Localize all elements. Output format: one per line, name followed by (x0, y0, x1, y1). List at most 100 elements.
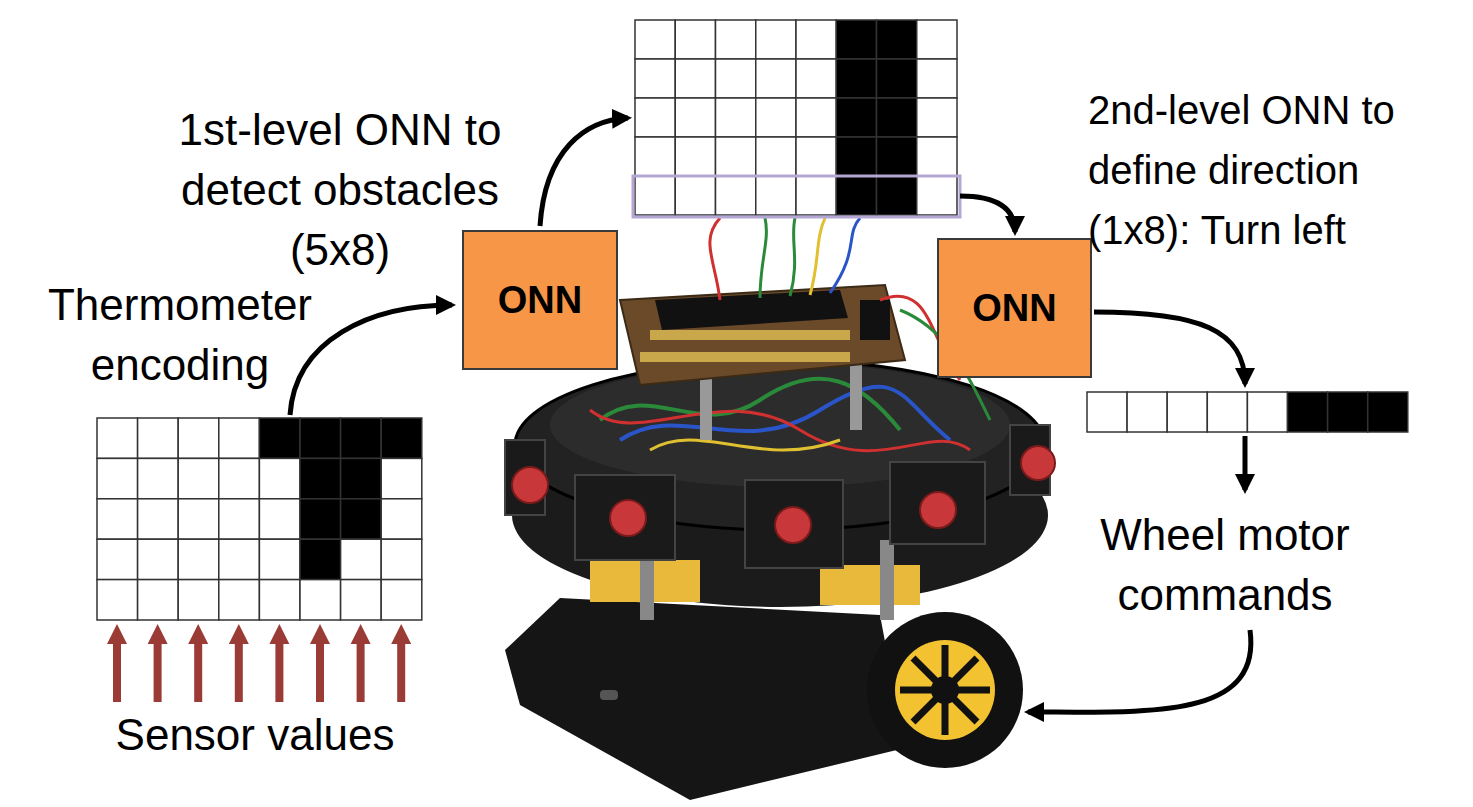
sensor-arrow-shaft (113, 642, 121, 702)
sensor-arrow-head (188, 624, 208, 644)
grid-cell (796, 137, 836, 176)
grid-cell (917, 59, 957, 98)
sensor-board (575, 475, 675, 560)
grid-cell (1368, 392, 1408, 432)
grid-cell (877, 98, 917, 137)
grid-cell (635, 20, 675, 59)
grid-cell (138, 418, 179, 458)
sensor-arrow-head (310, 624, 330, 644)
caption-text: 2nd-level ONN to define direction (1x8):… (1088, 80, 1468, 260)
standoff (880, 540, 894, 620)
grid-cell (635, 176, 675, 215)
grid-cell (635, 137, 675, 176)
grid-cell (836, 137, 876, 176)
grid-cell (219, 458, 260, 498)
grid-cell (381, 418, 422, 458)
grid-cell (716, 20, 756, 59)
sensor-arrow-shaft (357, 642, 365, 702)
grid-cell (341, 539, 382, 579)
onn-label: ONN (972, 287, 1056, 330)
row-highlight (633, 176, 960, 217)
caption-text: Wheel motor commands (1065, 505, 1385, 625)
sensor-board (745, 480, 843, 568)
sensor-arrow-head (391, 624, 411, 644)
grid-cell (877, 20, 917, 59)
grid-cell (675, 176, 715, 215)
wire (620, 387, 950, 440)
grid-cell (796, 176, 836, 215)
grid-cell (836, 176, 876, 215)
motor (820, 565, 920, 605)
grid-cell (259, 580, 300, 620)
grid-cell (1328, 392, 1368, 432)
grid-cell (675, 20, 715, 59)
grid-cell (300, 580, 341, 620)
grid-cell (97, 458, 138, 498)
grid-cell (219, 418, 260, 458)
grid-cell (756, 176, 796, 215)
grid-cell (635, 98, 675, 137)
grid-cell (796, 98, 836, 137)
sensor-marker (512, 467, 548, 503)
grid-cell (716, 137, 756, 176)
sensor-arrow-head (107, 624, 127, 644)
microcontroller (655, 290, 848, 330)
grid-cell (219, 580, 260, 620)
onn-box: ONN (462, 230, 618, 370)
grid-cell (219, 499, 260, 539)
grid-cell (138, 458, 179, 498)
grid-cell (259, 499, 300, 539)
grid-cell (836, 98, 876, 137)
base-plate (505, 598, 905, 800)
sensor-marker (920, 492, 956, 528)
grid-cell (97, 499, 138, 539)
onn-box: ONN (937, 238, 1092, 378)
grid-cell (796, 59, 836, 98)
grid-cell (300, 458, 341, 498)
flow-arrow (1028, 630, 1251, 712)
onn-label: ONN (498, 279, 582, 322)
grid-cell (381, 539, 422, 579)
grid-cell (675, 59, 715, 98)
slot (600, 690, 618, 700)
grid-cell (300, 418, 341, 458)
sensor-arrow-head (229, 624, 249, 644)
grid-cell (917, 20, 957, 59)
grid-cell (300, 499, 341, 539)
grid-cell (138, 539, 179, 579)
sensor-arrow-head (148, 624, 168, 644)
sensor-board (890, 462, 985, 544)
grid-cell (917, 137, 957, 176)
flow-arrow (1243, 436, 1248, 490)
grid-cell (178, 499, 219, 539)
flow-arrow (1094, 312, 1245, 384)
sensor-arrow-shaft (275, 642, 283, 702)
sensor-arrow-shaft (316, 642, 324, 702)
flow-arrow (290, 305, 452, 415)
grid-cell (756, 59, 796, 98)
grid-cell (756, 20, 796, 59)
flow-arrow (540, 118, 628, 226)
grid-cell (716, 176, 756, 215)
grid-cell (917, 98, 957, 137)
grid-cell (178, 539, 219, 579)
grid-cell (219, 539, 260, 579)
grid-cell (1247, 392, 1287, 432)
grid-cell (97, 418, 138, 458)
pin-header (650, 330, 850, 340)
grid-cell (97, 539, 138, 579)
wire (830, 218, 860, 293)
caption-text: Sensor values (105, 705, 405, 765)
pcb (620, 285, 905, 385)
grid-cell (138, 580, 179, 620)
grid-cell (877, 176, 917, 215)
wire (790, 218, 795, 296)
grid-cell (917, 176, 957, 215)
grid-cell (756, 98, 796, 137)
wheel-rim (895, 640, 995, 740)
wheel-tire (867, 612, 1023, 768)
grid-cell (675, 137, 715, 176)
grid-cell (716, 59, 756, 98)
pin-header (640, 352, 850, 362)
